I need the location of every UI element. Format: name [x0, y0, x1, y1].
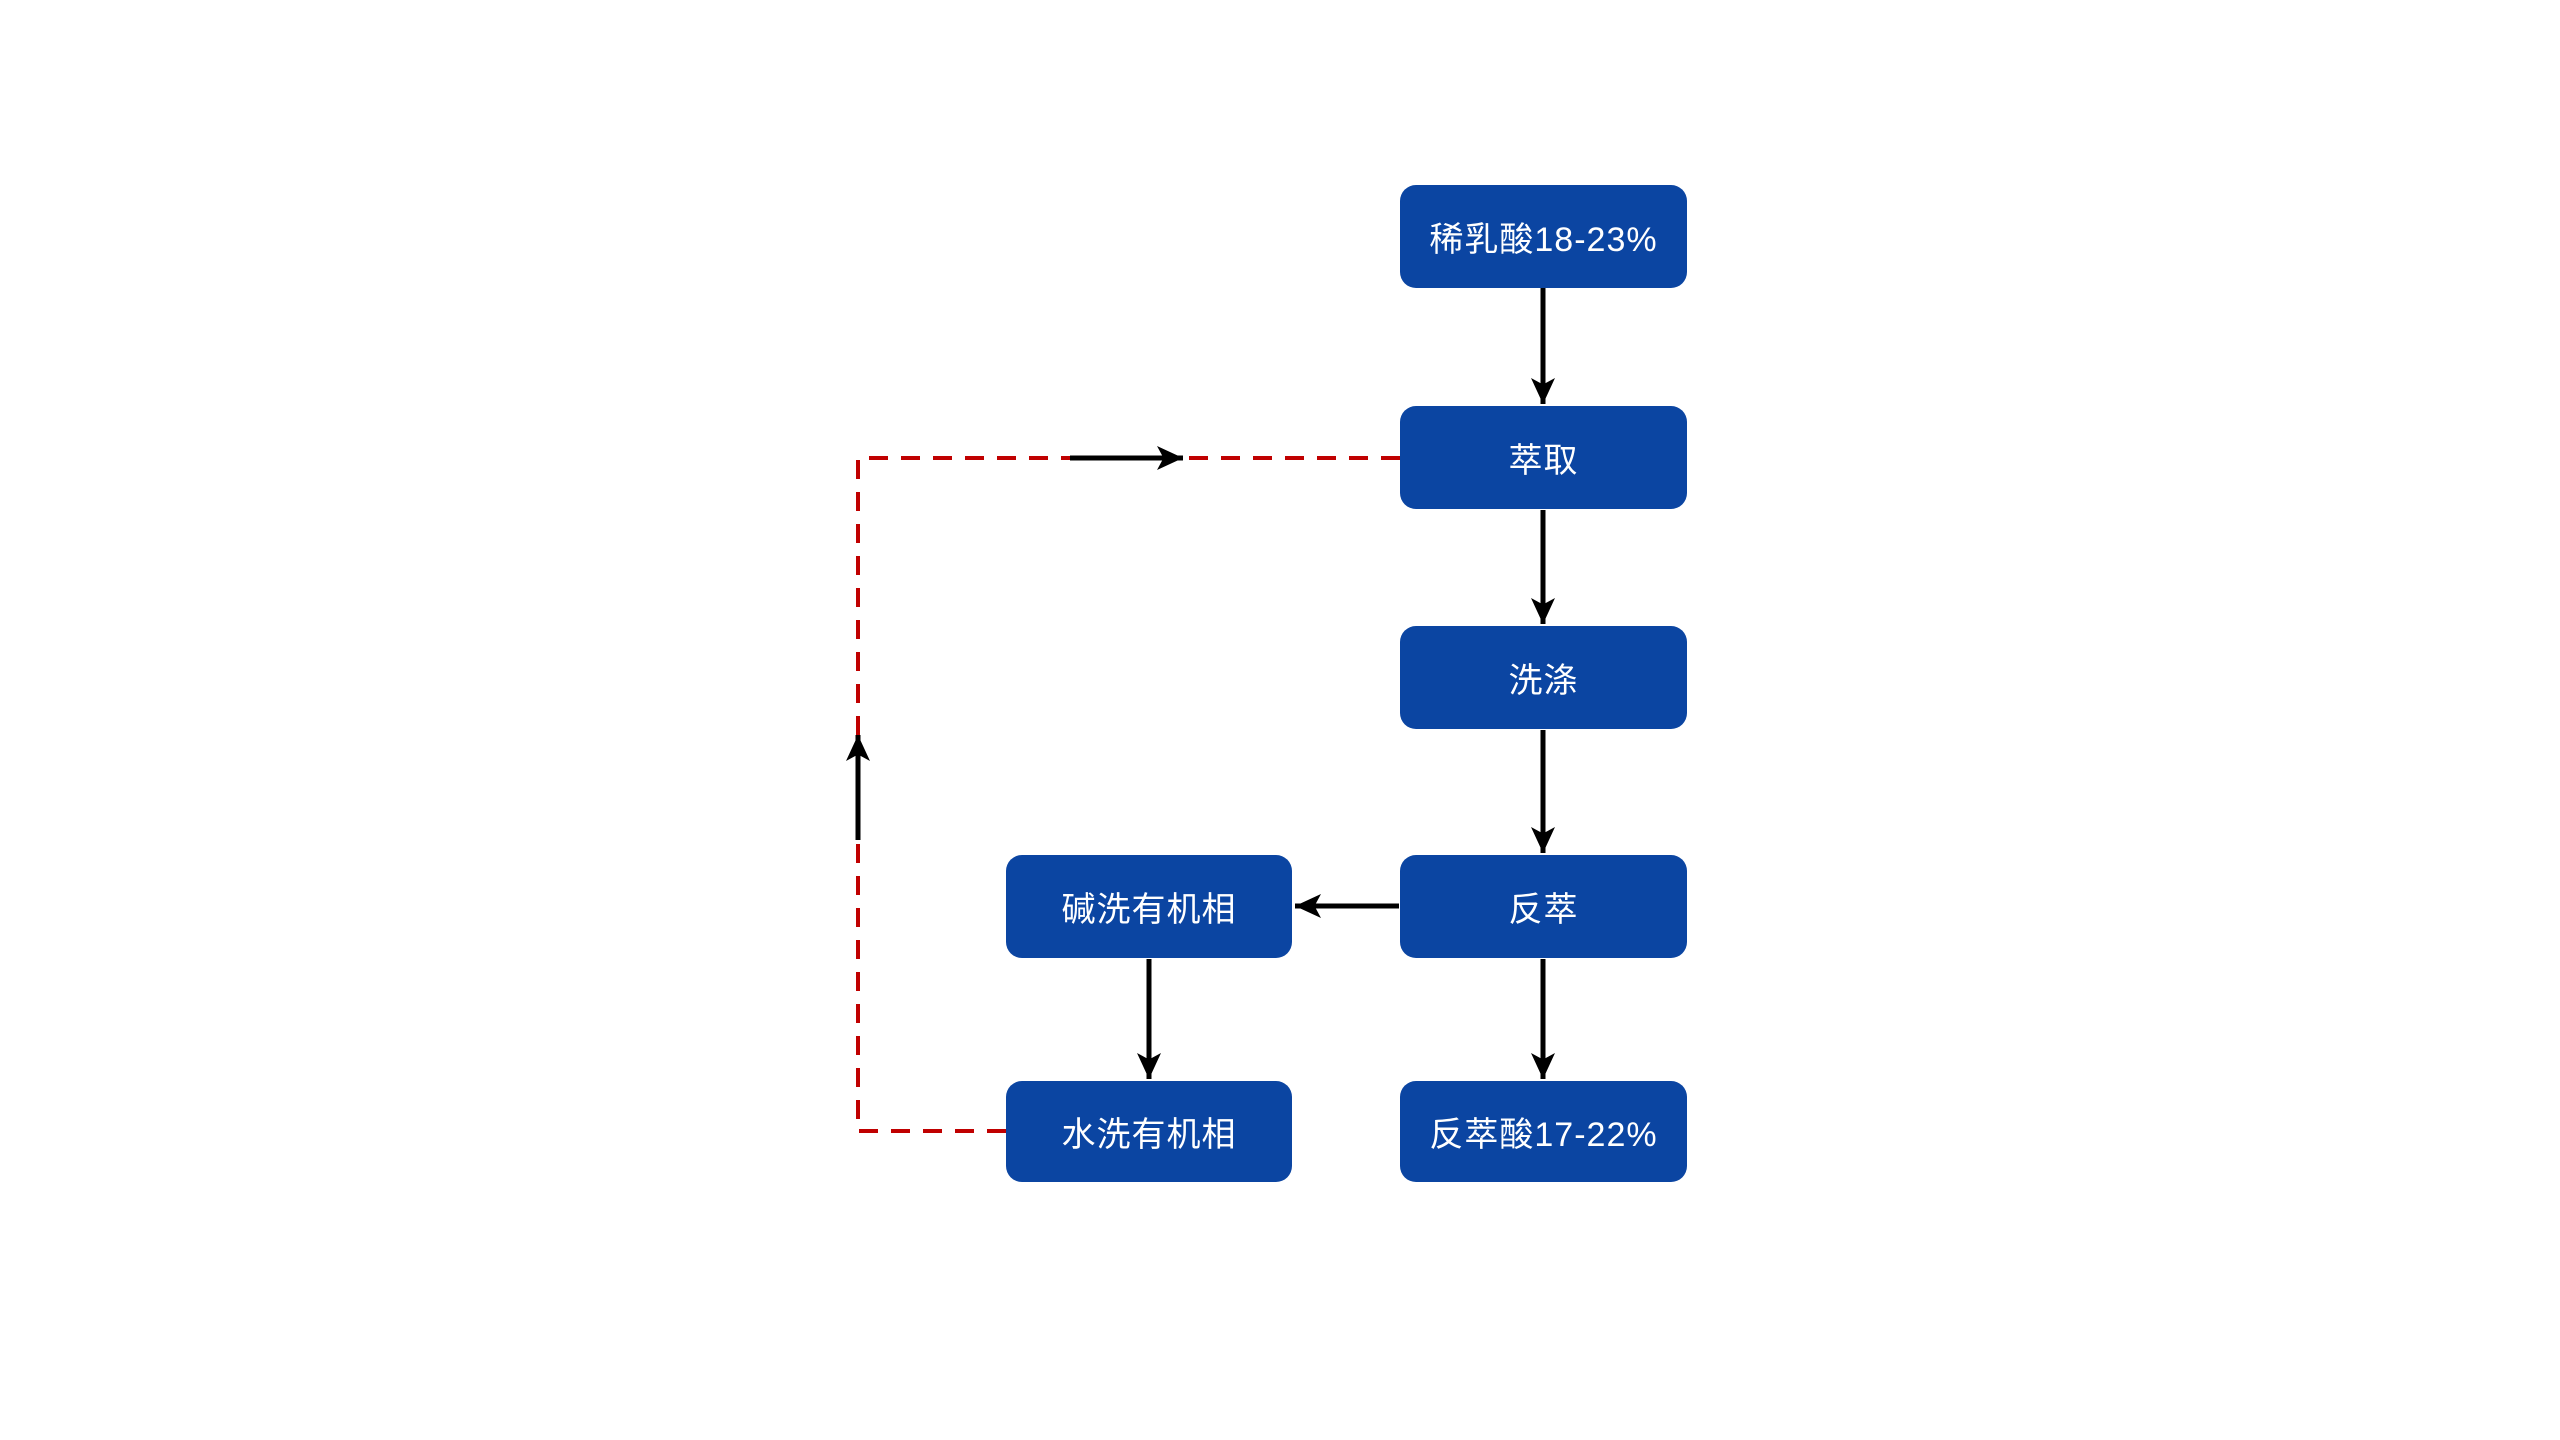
recycle-dashed-line — [856, 456, 1400, 1133]
node-alkali-wash-organic-phase: 碱洗有机相 — [1006, 855, 1292, 958]
node-extraction: 萃取 — [1400, 406, 1687, 509]
node-water-wash-organic-phase: 水洗有机相 — [1006, 1081, 1292, 1182]
node-dilute-lactic-acid: 稀乳酸18-23% — [1400, 185, 1687, 288]
node-washing: 洗涤 — [1400, 626, 1687, 729]
node-stripping: 反萃 — [1400, 855, 1687, 958]
node-stripped-acid: 反萃酸17-22% — [1400, 1081, 1687, 1182]
